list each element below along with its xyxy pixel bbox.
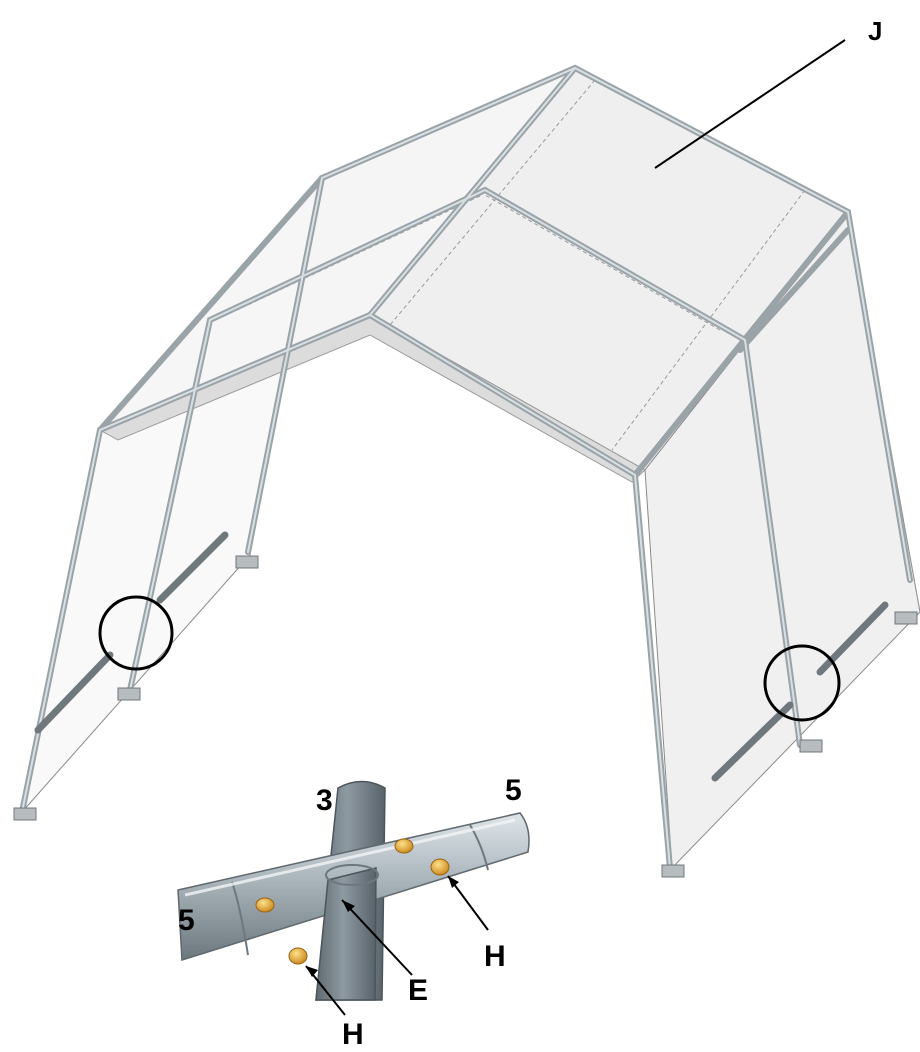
canopy-structure: J — [13, 16, 920, 878]
detail-callout-right — [763, 644, 841, 722]
detail-callout-left — [98, 595, 174, 671]
leader-arrows — [306, 876, 459, 977]
connector-detail: 3 5 5 E H H — [177, 774, 530, 1051]
frame-highlight — [21, 66, 911, 869]
bolt-icon — [288, 947, 308, 965]
label-bolt-bottom: H — [342, 1018, 364, 1051]
bolt-icon — [394, 838, 414, 854]
label-j: J — [868, 16, 882, 46]
bolts — [255, 838, 450, 965]
label-connector: E — [408, 974, 428, 1007]
label-bolt-right: H — [484, 940, 506, 973]
base-feet — [13, 555, 918, 878]
bolt-icon — [430, 858, 450, 876]
label-rail-left: 5 — [178, 904, 195, 937]
cover-j — [21, 67, 920, 870]
label-upright: 3 — [316, 784, 333, 817]
label-rail-right: 5 — [505, 774, 522, 807]
bolt-icon — [255, 897, 275, 913]
leader-j — [654, 39, 846, 169]
